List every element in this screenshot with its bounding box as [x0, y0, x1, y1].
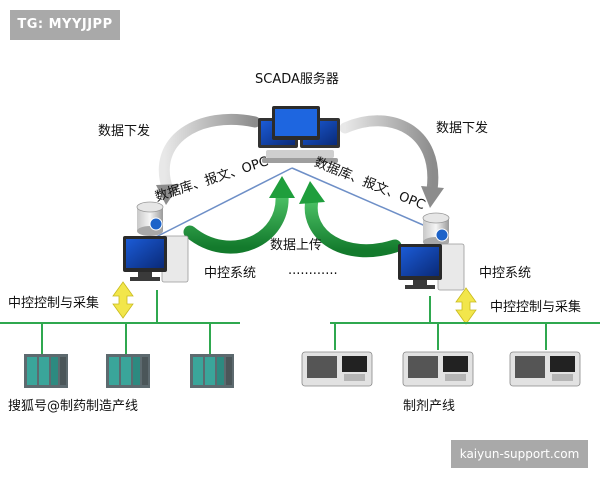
central-system-label-left: 中控系统	[204, 266, 257, 281]
upload-arrow-right	[299, 181, 402, 258]
server-label: SCADA服务器	[255, 72, 339, 87]
website-badge: kaiyun-support.com	[451, 440, 588, 468]
cnc-machine-icon	[402, 351, 474, 387]
production-line-caption-left: 搜狐号@制药制造产线	[8, 399, 139, 414]
production-line-caption-right: 制剂产线	[403, 399, 456, 414]
download-arrow-left	[156, 113, 261, 205]
bidirectional-arrow-icon	[455, 287, 477, 325]
cnc-machine-icon	[301, 351, 373, 387]
download-label-right: 数据下发	[436, 121, 489, 136]
cnc-machine-icon	[509, 351, 581, 387]
comm-links	[149, 167, 431, 241]
download-label-left: 数据下发	[98, 124, 151, 139]
desktop-pc-icon	[398, 243, 465, 291]
acquisition-label-left: 中控控制与采集	[8, 296, 100, 311]
acquisition-label-right: 中控控制与采集	[490, 300, 582, 315]
plc-module-icon	[106, 354, 150, 388]
bidirectional-arrow-icon	[112, 281, 134, 319]
server-rack-icon	[258, 106, 340, 163]
database-icon	[136, 201, 164, 236]
plc-module-icon	[24, 354, 68, 388]
upload-label: 数据上传	[270, 238, 323, 253]
tag-badge: TG: MYYJJPP	[10, 10, 120, 40]
download-arrow-right	[339, 115, 444, 208]
bus-left	[0, 290, 240, 354]
database-icon	[422, 212, 450, 247]
bus-right	[330, 296, 600, 350]
plc-module-icon	[190, 354, 234, 388]
upload-arrow-left	[183, 176, 295, 254]
ellipsis-label: ............	[288, 263, 338, 278]
central-system-label-right: 中控系统	[479, 266, 532, 281]
desktop-pc-icon	[123, 235, 189, 283]
